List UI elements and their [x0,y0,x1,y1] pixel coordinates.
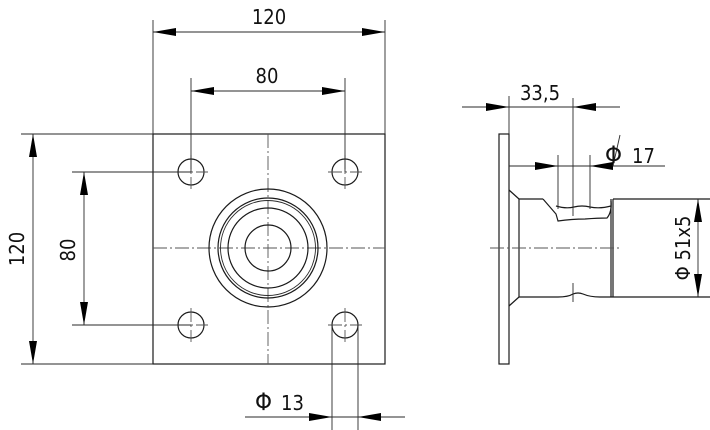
dimension-width-120: 120 [152,5,386,134]
dimension-text: 33,5 [520,81,560,105]
dimension-text: 13 [281,391,304,415]
dimension-hole-spacing-x-80: 80 [190,64,346,172]
dimension-text: 120 [5,232,29,266]
diameter-symbol: Φ [605,141,622,169]
dimension-height-120: 120 [5,133,153,365]
dimension-text: 17 [632,144,655,168]
weld-chamfer-bottom [508,296,520,307]
front-view: 120 80 120 80 [5,5,405,430]
flange-plate [498,133,510,365]
central-boss [208,188,328,308]
bolt-hole-bottom-right [328,308,362,342]
dimension-text: 80 [256,64,279,88]
dimension-offset-33-5: 33,5 [462,81,620,134]
dimension-text: 80 [56,239,80,262]
weld-chamfer-top [508,189,520,200]
dimension-tube-51x5: Φ 51x5 [671,199,702,297]
dimension-hole-spacing-y-80: 80 [56,171,191,326]
dimension-pin-diameter-17: Φ 17 [509,134,665,170]
dimension-text: 120 [252,5,286,29]
base-plate-outline [152,133,386,365]
dimension-hole-diameter-13: Φ 13 [245,325,405,430]
dimension-text: Φ 51x5 [671,216,695,281]
diameter-symbol: Φ [255,388,272,416]
break-out-inner [555,205,612,209]
break-out-section [542,198,612,222]
tube-bottom-edge [519,292,710,298]
side-view: 33,5 Φ 17 Φ 51x5 [462,81,710,365]
